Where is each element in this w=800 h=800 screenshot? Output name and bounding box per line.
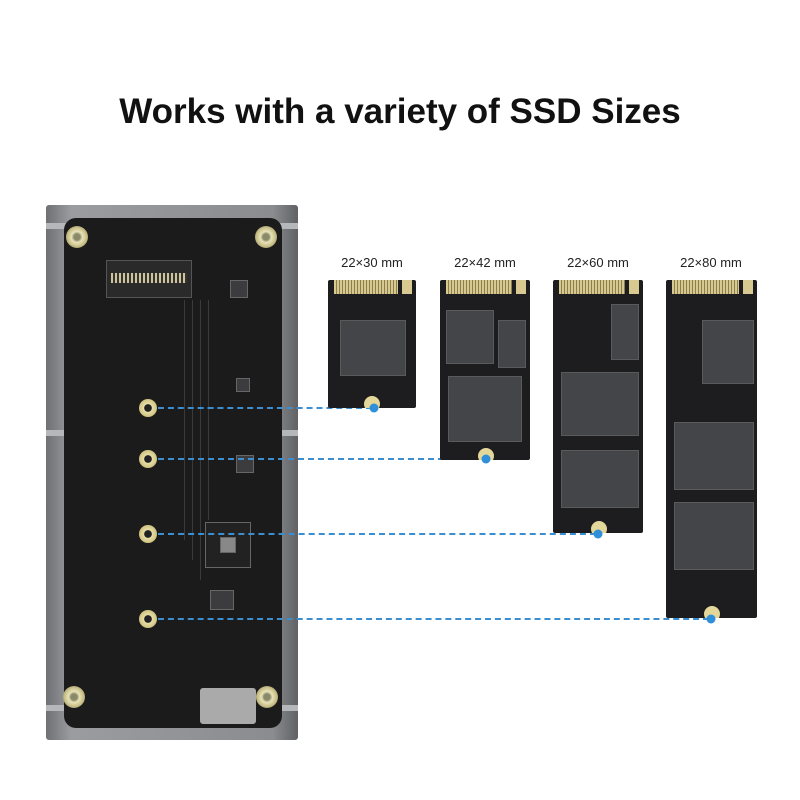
guide-dot <box>706 614 716 624</box>
trace <box>200 300 201 580</box>
ssd-2260 <box>553 280 643 533</box>
mount-post <box>139 525 157 543</box>
size-label: 22×80 mm <box>680 255 742 270</box>
guide-line-80 <box>158 618 709 620</box>
m2-slot <box>106 260 192 298</box>
guide-dot <box>481 454 491 464</box>
trace <box>208 300 209 520</box>
ssd-2280 <box>666 280 757 618</box>
screw-icon <box>255 226 277 248</box>
usb-c-port <box>200 688 256 724</box>
guide-dot <box>593 529 603 539</box>
guide-line-30 <box>158 407 372 409</box>
size-label: 22×60 mm <box>567 255 629 270</box>
guide-line-42 <box>158 458 484 460</box>
trace <box>184 300 185 540</box>
mount-post <box>139 450 157 468</box>
chip <box>210 590 234 610</box>
size-label: 22×30 mm <box>341 255 403 270</box>
ssd-2242 <box>440 280 530 460</box>
page-title: Works with a variety of SSD Sizes <box>119 92 681 131</box>
screw-icon <box>256 686 278 708</box>
ssd-2230 <box>328 280 416 408</box>
mount-post <box>139 610 157 628</box>
screw-icon <box>66 226 88 248</box>
screw-icon <box>63 686 85 708</box>
chip <box>236 378 250 392</box>
pcb-board <box>64 218 282 728</box>
size-label: 22×42 mm <box>454 255 516 270</box>
trace <box>192 300 193 560</box>
inductor <box>230 280 248 298</box>
guide-line-60 <box>158 533 596 535</box>
controller-die <box>220 537 236 553</box>
guide-dot <box>369 403 379 413</box>
mount-post <box>139 399 157 417</box>
